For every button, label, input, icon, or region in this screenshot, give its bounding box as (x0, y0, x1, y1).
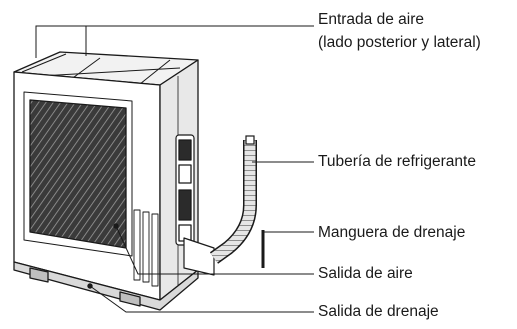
leader-lines (35, 25, 314, 313)
piping (209, 135, 265, 268)
label-air-inlet-sides: (lado posterior y lateral) (318, 34, 481, 51)
label-refrigerant-pipe: Tubería de refrigerante (318, 153, 476, 170)
vent-slot (133, 209, 141, 281)
drain-box (183, 237, 215, 276)
label-air-inlet: Entrada de aire (318, 11, 424, 28)
vent-slot (142, 211, 150, 283)
label-drain-hose: Manguera de drenaje (318, 224, 466, 241)
unit-foot (119, 291, 141, 307)
unit-foot (29, 267, 49, 283)
vent-slot (151, 213, 159, 287)
label-drain-outlet: Salida de drenaje (318, 303, 439, 320)
unit-base (13, 261, 199, 311)
fan-grille (29, 99, 127, 249)
label-air-outlet: Salida de aire (318, 265, 413, 282)
outdoor-unit (13, 51, 215, 311)
